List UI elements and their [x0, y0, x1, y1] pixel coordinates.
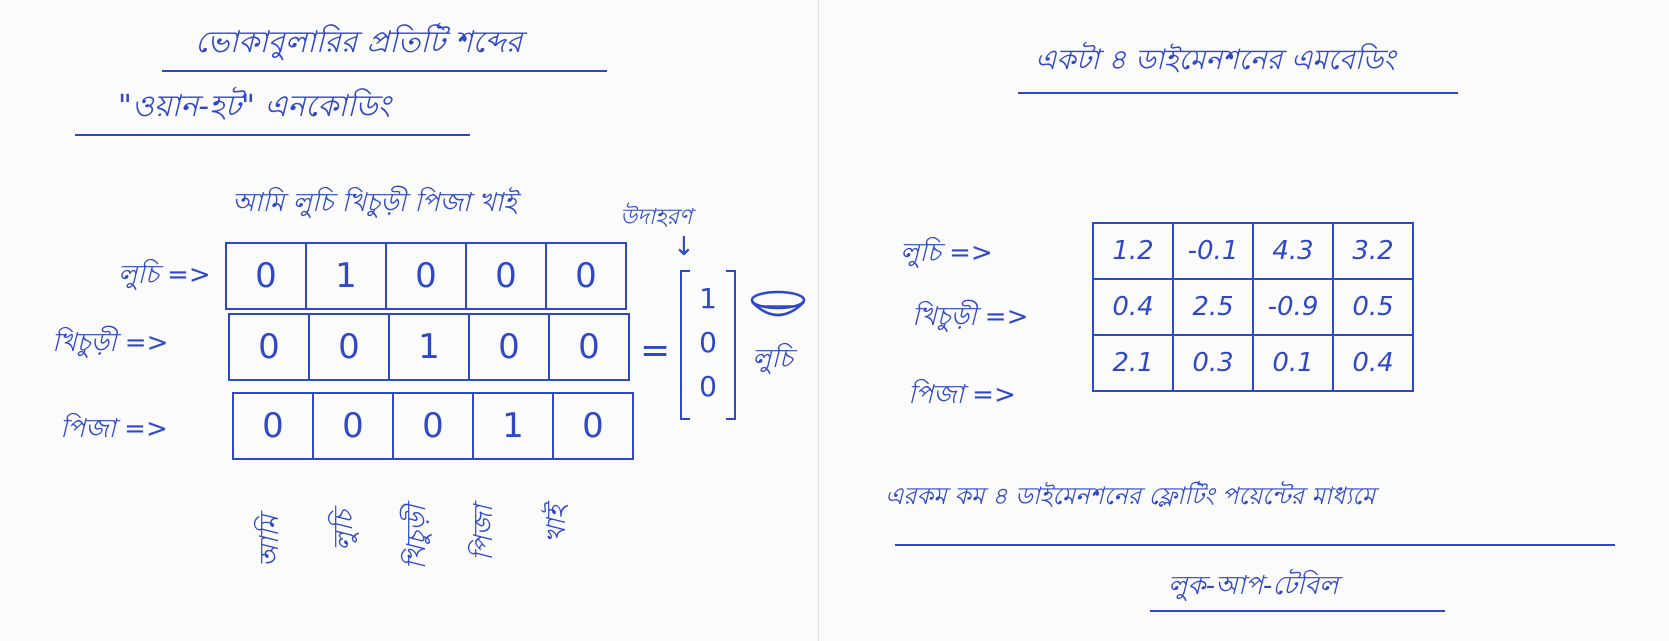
one-hot-title-line1: ভোকাবুলারির প্রতিটি শব্দের: [195, 25, 523, 60]
table-cell: 3.2: [1332, 222, 1414, 280]
cell: 0: [465, 242, 547, 310]
caption-underline-1: [895, 544, 1615, 546]
bowl-icon: [750, 290, 806, 317]
vector-word: লুচি: [752, 344, 793, 374]
example-label: উদাহরণ: [620, 205, 693, 230]
table-cell: -0.1: [1172, 222, 1254, 280]
column-word: পিজা: [469, 505, 499, 561]
cell: 0: [385, 242, 467, 310]
cell: 0: [225, 242, 307, 310]
table-cell: 0.5: [1332, 278, 1414, 336]
example-sentence: আমি লুচি খিচুড়ী পিজা খাই: [232, 188, 517, 218]
table-cell: 4.3: [1252, 222, 1334, 280]
table-cell: 2.1: [1092, 334, 1174, 392]
table-cell: -0.9: [1252, 278, 1334, 336]
table-cell: 0.1: [1252, 334, 1334, 392]
cell: 1: [305, 242, 387, 310]
row-label-khichuri: খিচুড়ী =>: [52, 328, 169, 358]
row-label-luchi: লুচি =>: [118, 260, 211, 290]
title-underline-2: [75, 134, 470, 136]
emb-row-label-pizza: পিজা =>: [908, 380, 1016, 410]
table-cell: 0.3: [1172, 334, 1254, 392]
panel-divider: [818, 0, 819, 641]
row-label-pizza: পিজা =>: [60, 414, 168, 444]
embedding-title: একটা ৪ ডাইমেনশনের এমবেডিং: [1035, 43, 1396, 76]
one-hot-row-khichuri: 0 0 1 0 0: [228, 313, 630, 381]
table-cell: 0.4: [1332, 334, 1414, 392]
cell: 0: [308, 313, 390, 381]
cell: 1: [472, 392, 554, 460]
cell: 0: [545, 242, 627, 310]
column-word: লুচি: [329, 510, 359, 551]
column-word: আমি: [255, 515, 285, 568]
one-hot-row-pizza: 0 0 0 1 0: [232, 392, 634, 460]
cell: 0: [548, 313, 630, 381]
down-arrow-icon: ↓: [673, 232, 695, 262]
column-word: খিচুড়ী: [402, 505, 432, 570]
one-hot-row-luchi: 0 1 0 0 0: [225, 242, 627, 310]
table-row: 1.2 -0.1 4.3 3.2: [1092, 222, 1414, 280]
vector-value: 0: [699, 370, 717, 403]
equals-sign: =: [640, 330, 671, 371]
title-underline-1: [162, 70, 607, 72]
cell: 0: [228, 313, 310, 381]
table-row: 0.4 2.5 -0.9 0.5: [1092, 278, 1414, 336]
cell: 0: [312, 392, 394, 460]
table-cell: 0.4: [1092, 278, 1174, 336]
embedding-caption-line2: লুক-আপ-টেবিল: [1168, 571, 1339, 601]
vector-bracket: 1 0 0: [680, 270, 736, 420]
embedding-title-underline: [1018, 92, 1458, 94]
cell: 0: [468, 313, 550, 381]
table-cell: 2.5: [1172, 278, 1254, 336]
cell: 0: [552, 392, 634, 460]
column-word: খাই: [542, 505, 572, 544]
one-hot-title-line2: "ওয়ান-হট" এনকোডিং: [118, 89, 391, 124]
cell: 1: [388, 313, 470, 381]
embedding-table: 1.2 -0.1 4.3 3.2 0.4 2.5 -0.9 0.5 2.1 0.…: [1092, 222, 1414, 392]
table-row: 2.1 0.3 0.1 0.4: [1092, 334, 1414, 392]
caption-underline-2: [1150, 610, 1445, 612]
vector-value: 0: [699, 326, 717, 359]
embedding-caption-line1: এরকম কম ৪ ডাইমেনশনের ফ্লোটিং পয়েন্টের ম…: [885, 482, 1376, 510]
emb-row-label-khichuri: খিচুড়ী =>: [912, 302, 1029, 332]
table-cell: 1.2: [1092, 222, 1174, 280]
cell: 0: [232, 392, 314, 460]
cell: 0: [392, 392, 474, 460]
emb-row-label-luchi: লুচি =>: [900, 238, 993, 268]
vector-value: 1: [699, 282, 717, 315]
